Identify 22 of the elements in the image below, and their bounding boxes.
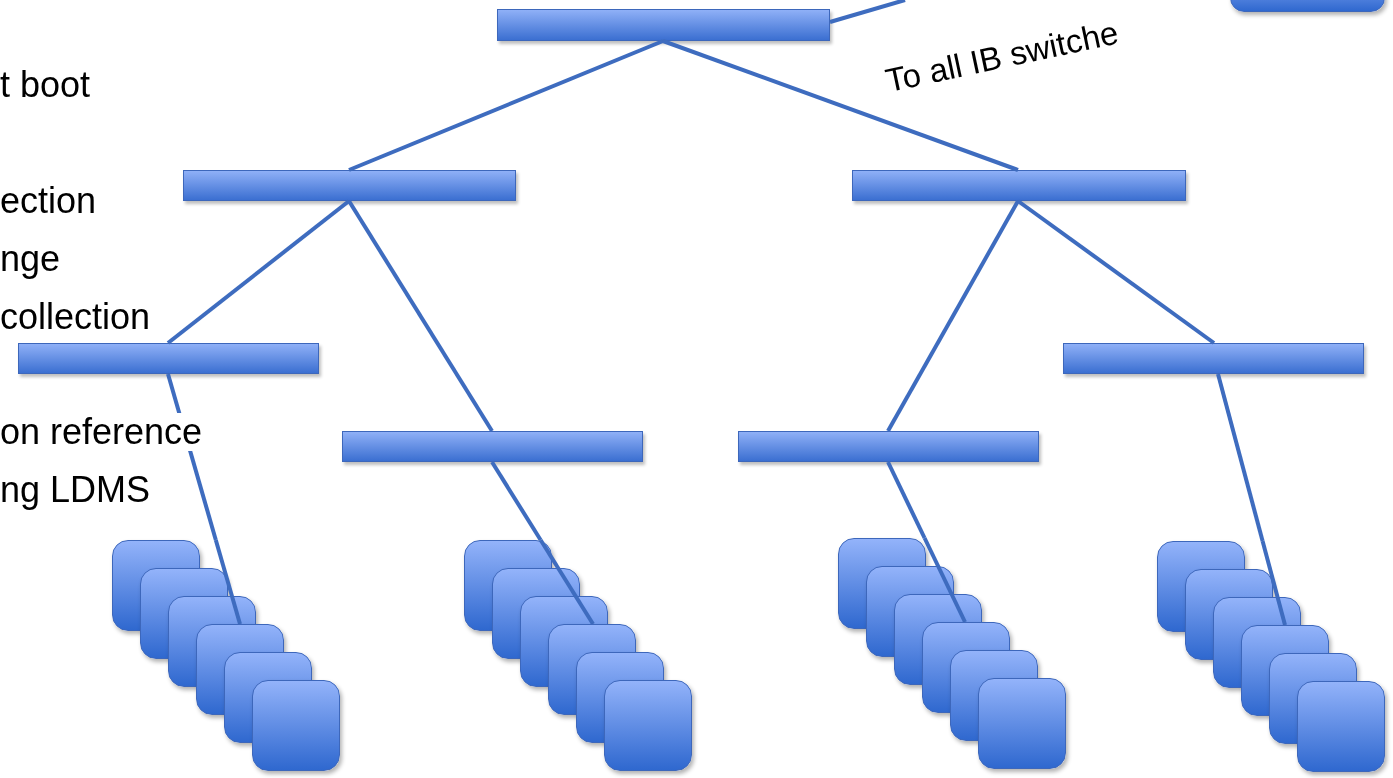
switch-bar [1063,343,1364,374]
switch-bar [852,170,1186,201]
connector-line [347,199,494,433]
label-text: on reference [0,413,203,451]
square-stack-drawing [112,540,340,771]
connector-line [166,199,351,345]
connector-line [886,200,1020,432]
connector-line [886,461,927,539]
square-stack-drawing [464,540,692,771]
connector-line [1216,373,1265,542]
switch-bar [18,343,319,374]
connector-line [348,39,664,172]
switch-bar [738,431,1039,462]
square-stack-drawing [838,538,1066,769]
connector-line [1016,199,1216,345]
connector-line [662,39,1019,172]
switch-bar [497,9,830,41]
switch-bar [183,170,516,201]
connector-line [490,460,543,542]
connector-line [829,0,906,24]
switch-bar [342,431,643,462]
square-stack-drawing [1157,541,1385,772]
